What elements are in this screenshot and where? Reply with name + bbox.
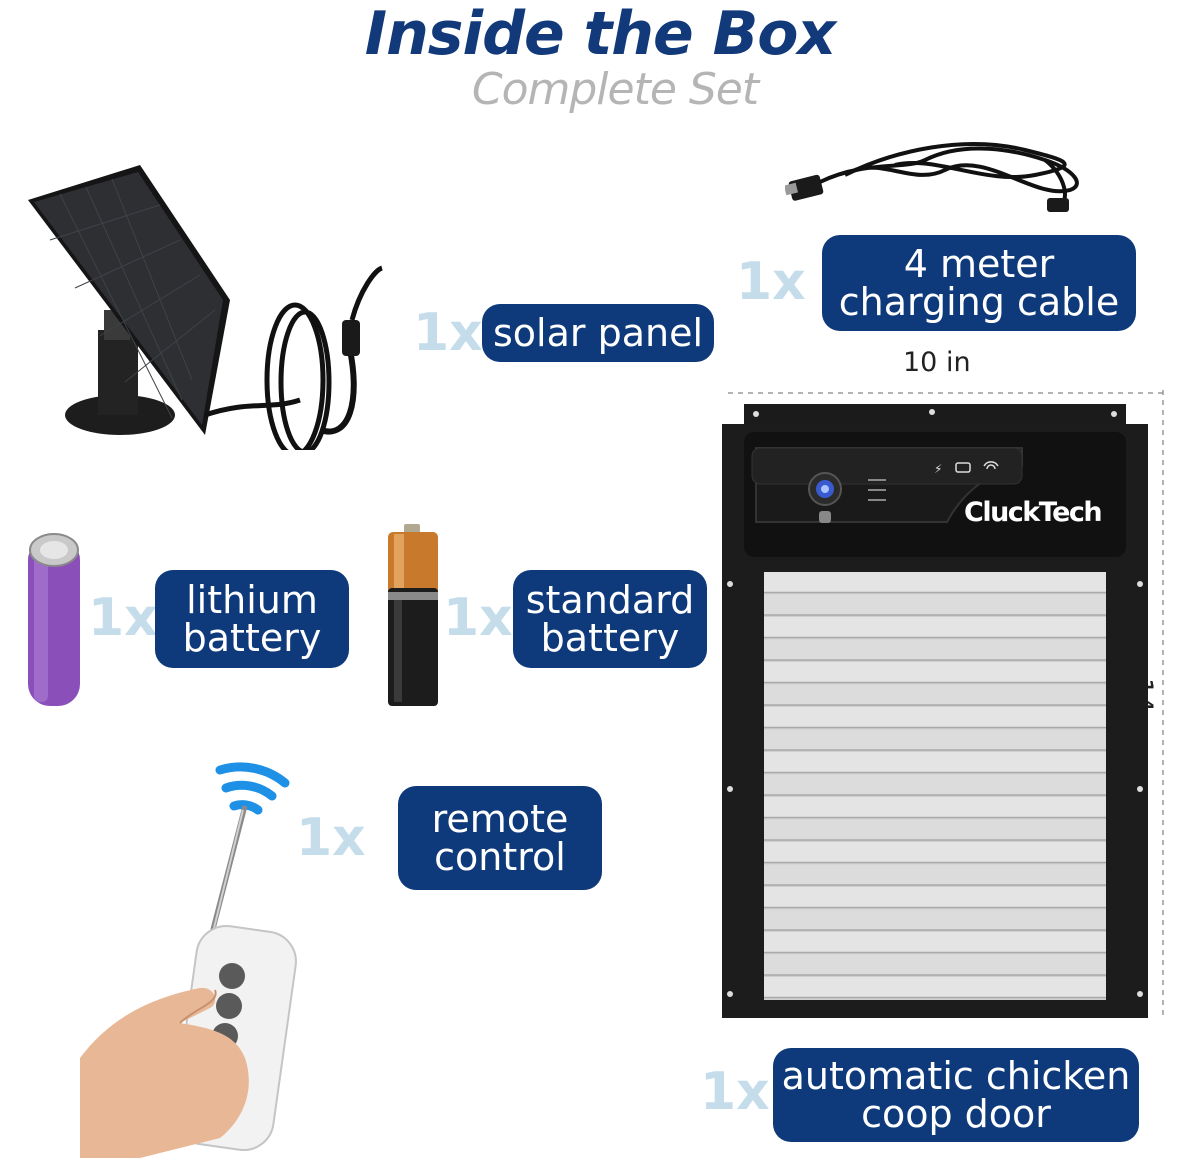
coop-door-qty: 1x (700, 1062, 770, 1122)
coop-door-icon: ⚡ CluckTech (722, 404, 1148, 1018)
door-slat (764, 864, 1106, 885)
door-slat (764, 954, 1106, 975)
door-slat (764, 887, 1106, 907)
standard-battery-icon (388, 524, 438, 706)
usb-cable-icon (785, 142, 1079, 212)
lithium-battery-icon (28, 533, 80, 706)
width-dimension: 10 in (903, 347, 971, 378)
solar-panel-qty: 1x (413, 303, 483, 363)
solar-panel-icon (28, 165, 384, 450)
solar-panel-label: solar panel (482, 304, 714, 362)
door-slat (764, 662, 1106, 682)
door-slat (764, 842, 1106, 862)
svg-text:⚡: ⚡ (934, 462, 942, 476)
charging-cable-qty: 1x (736, 252, 806, 312)
door-slat (764, 932, 1106, 952)
door-slat (764, 797, 1106, 817)
standard-battery-qty: 1x (443, 588, 513, 648)
door-slat (764, 594, 1106, 615)
page-title: Inside the Box (364, 0, 836, 69)
standard-battery-label: standard battery (513, 570, 707, 668)
door-slat (764, 729, 1106, 750)
page-subtitle: Complete Set (471, 64, 759, 115)
remote-control-qty: 1x (296, 808, 366, 868)
door-slat (764, 909, 1106, 930)
door-slat (764, 572, 1106, 592)
door-slat (764, 684, 1106, 705)
door-slat (764, 819, 1106, 840)
remote-control-label: remote control (398, 786, 602, 890)
coop-door-label: automatic chicken coop door (773, 1048, 1139, 1142)
door-slat (764, 774, 1106, 795)
charging-cable-label: 4 meter charging cable (822, 235, 1136, 331)
lithium-battery-label: lithium battery (155, 570, 349, 668)
door-brand: CluckTech (964, 497, 1101, 528)
width-dimension-line (728, 392, 1166, 394)
door-slat (764, 977, 1106, 997)
door-slat (764, 707, 1106, 727)
lithium-battery-qty: 1x (88, 588, 158, 648)
door-slat (764, 639, 1106, 660)
door-slat (764, 752, 1106, 772)
door-slat (764, 617, 1106, 637)
wifi-signal-icon (215, 762, 290, 815)
remote-control-icon (80, 762, 297, 1158)
height-dimension-line (1162, 390, 1164, 1015)
